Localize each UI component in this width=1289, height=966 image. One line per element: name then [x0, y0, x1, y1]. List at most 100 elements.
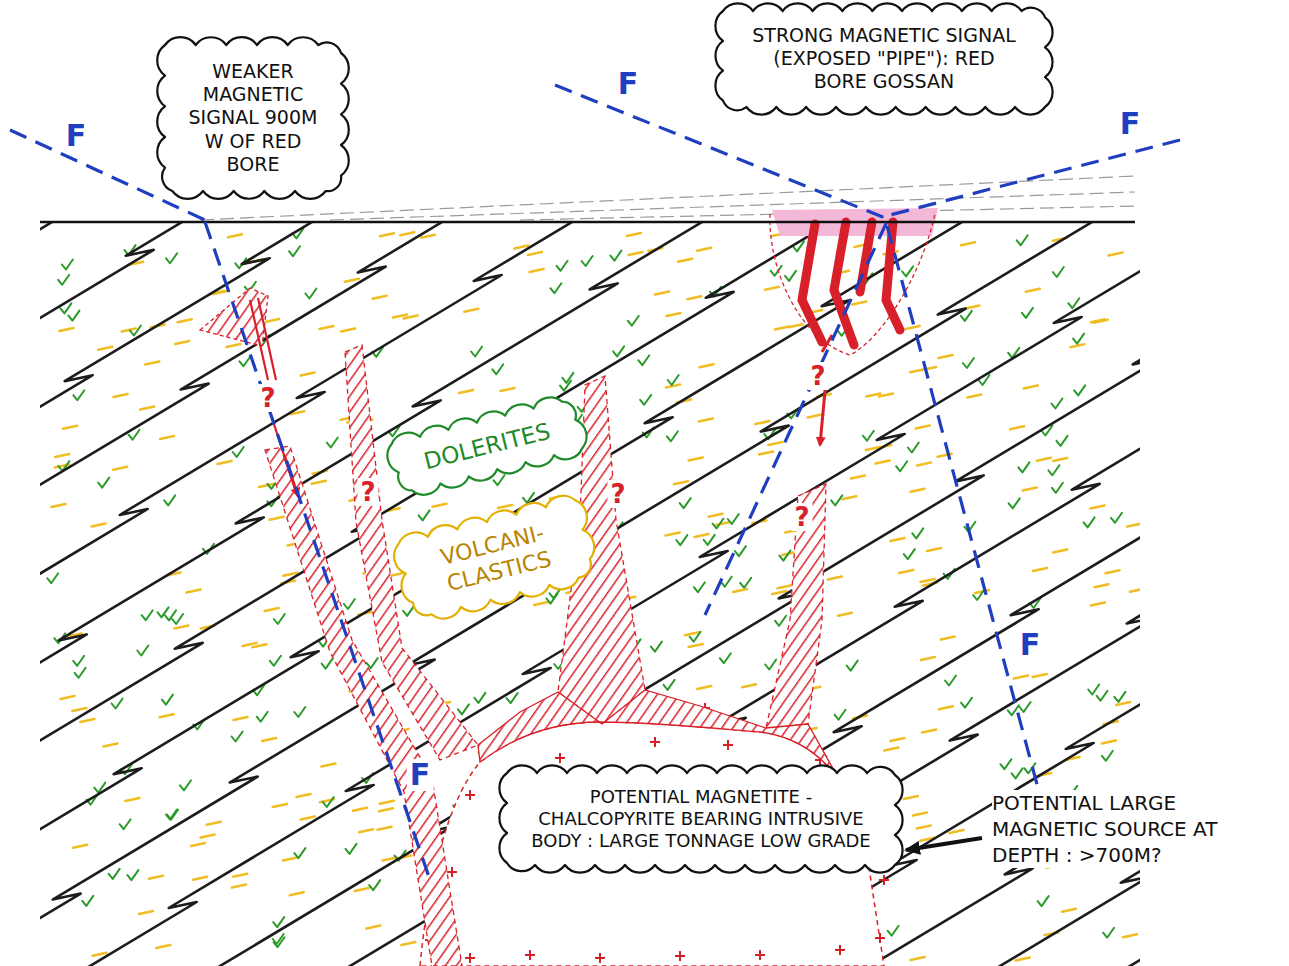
uncertainty-mark: ? [357, 478, 378, 506]
dolerite-tick [557, 261, 568, 271]
dolerite-tick [471, 347, 482, 357]
dolerite-tick [1073, 334, 1084, 344]
dolerite-tick [668, 375, 679, 385]
volcaniclastic-dash [965, 306, 979, 309]
dolerite-tick [164, 495, 175, 505]
dolerite-tick [640, 395, 651, 405]
dolerite-tick [863, 431, 874, 441]
dolerite-tick [735, 546, 746, 556]
dolerite-tick [1017, 235, 1028, 245]
dolerite-tick [233, 447, 244, 457]
dolerite-tick [785, 271, 796, 281]
volcaniclastic-dash [366, 926, 380, 929]
dolerite-tick [1022, 308, 1033, 318]
volcaniclastic-dash [174, 626, 188, 629]
volcaniclastic-dash [838, 613, 852, 616]
volcaniclastic-dash [122, 329, 136, 332]
volcaniclastic-dash [904, 796, 918, 799]
volcaniclastic-dash [1062, 909, 1076, 912]
dolerite-tick [771, 266, 782, 276]
volcaniclastic-dash [59, 328, 73, 331]
volcaniclastic-dash [73, 845, 87, 848]
volcaniclastic-dash [709, 514, 723, 517]
dolerite-tick [289, 246, 300, 256]
granite-plus [675, 951, 685, 961]
volcaniclastic-dash [51, 504, 65, 507]
volcaniclastic-dash [103, 743, 117, 746]
dolerite-tick [162, 695, 173, 705]
volcaniclastic-dash [341, 329, 355, 332]
rock-layer-line [927, 760, 1289, 966]
callout-cloud: STRONG MAGNETIC SIGNAL (EXPOSED "PIPE"):… [716, 4, 1052, 114]
volcaniclastic-dash [890, 738, 904, 741]
cloud-shape [157, 37, 349, 199]
volcaniclastic-dash [666, 532, 680, 535]
volcaniclastic-dash [355, 888, 369, 891]
granite-plus [447, 867, 457, 877]
dolerite-tick [1051, 399, 1062, 409]
volcaniclastic-dash [828, 577, 842, 580]
dolerite-tick [1000, 759, 1011, 769]
dolerite-tick [1009, 498, 1020, 508]
volcaniclastic-dash [530, 269, 544, 272]
dolerite-tick [112, 699, 123, 709]
volcaniclastic-dash [842, 496, 856, 499]
volcaniclastic-dash [498, 505, 512, 508]
volcaniclastic-dash [207, 822, 221, 825]
uncertainty-mark: ? [607, 480, 628, 508]
volcaniclastic-dash [742, 684, 756, 687]
cloud-shape [715, 3, 1052, 114]
dolerite-tick [120, 819, 131, 829]
volcaniclastic-dash [186, 589, 200, 592]
volcaniclastic-dash [252, 644, 266, 647]
volcaniclastic-dash [92, 524, 106, 527]
volcaniclastic-dash [243, 643, 257, 646]
dolerite-tick [403, 606, 414, 616]
dolerite-tick [62, 260, 73, 270]
dolerite-tick [327, 438, 338, 448]
volcaniclastic-dash [380, 233, 394, 236]
volcaniclastic-dash [1053, 458, 1067, 461]
dolerite-tick [344, 599, 355, 609]
uncertainty-mark: ? [807, 362, 828, 390]
volcaniclastic-dash [655, 291, 669, 294]
volcaniclastic-dash [265, 319, 279, 322]
dolerite-tick [1103, 928, 1114, 938]
granite-plus [465, 790, 475, 800]
dolerite-tick [73, 656, 84, 666]
dolerite-tick [721, 577, 732, 587]
volcaniclastic-dash [193, 877, 207, 880]
volcaniclastic-dash [1053, 549, 1067, 552]
uncertainty-mark: ? [791, 503, 812, 531]
dolerite-tick [1048, 465, 1059, 475]
volcaniclastic-dash [389, 573, 403, 576]
volcaniclastic-dash [61, 696, 75, 699]
dolerite-tick [961, 698, 972, 708]
fault-label: F [1017, 629, 1044, 661]
dolerite-tick [273, 917, 284, 927]
volcaniclastic-dash [270, 517, 284, 520]
rock-layer-line [1057, 885, 1265, 966]
volcaniclastic-dash [1033, 568, 1047, 571]
cloud-text-area: STRONG MAGNETIC SIGNAL (EXPOSED "PIPE"):… [716, 4, 1052, 114]
uncertainty-mark: ? [257, 384, 278, 412]
volcaniclastic-dash [759, 452, 773, 455]
depth-note: POTENTIAL LARGE MAGNETIC SOURCE AT DEPTH… [992, 790, 1277, 868]
intrusive-body [420, 722, 884, 966]
volcaniclastic-dash [890, 538, 904, 541]
dolerite-tick [109, 869, 120, 879]
volcaniclastic-dash [884, 748, 898, 751]
dolerite-tick [664, 680, 675, 690]
volcaniclastic-dash [1026, 289, 1040, 292]
volcaniclastic-dash [63, 426, 77, 429]
dolerite-tick [676, 535, 687, 545]
volcaniclastic-dash [765, 287, 779, 290]
dolerite-tick [165, 610, 176, 620]
dolerite-tick [704, 535, 715, 545]
volcaniclastic-dash [262, 738, 276, 741]
rock-layer-line [0, 124, 215, 966]
volcaniclastic-dash [218, 461, 232, 464]
volcaniclastic-dash [939, 355, 953, 358]
dolerite-tick [973, 590, 984, 600]
volcaniclastic-dash [233, 874, 247, 877]
